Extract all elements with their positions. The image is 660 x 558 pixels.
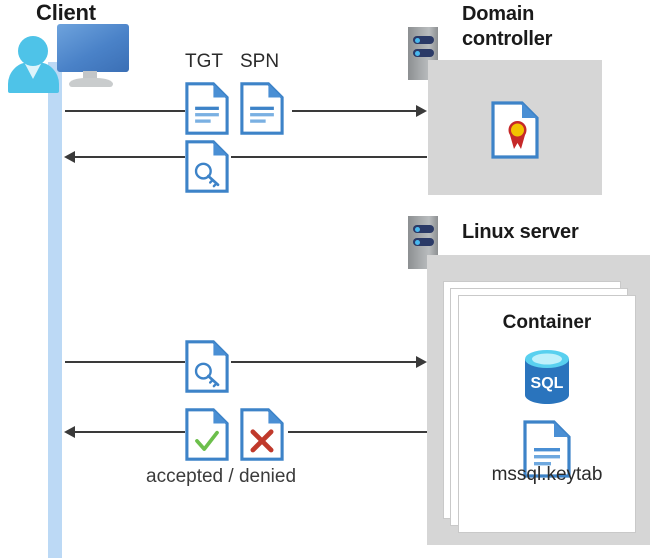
domain-controller-title-line2: controller [462,28,553,50]
keytab-document-icon [523,420,571,478]
denied-document-icon [240,408,284,461]
arrow-client-to-dc-segment-left [65,110,185,112]
sql-database-icon: SQL [521,348,573,406]
client-workstation-icon [0,0,140,100]
container-title: Container [502,312,592,333]
arrow-dc-to-client-segment-right [231,156,427,158]
person-collar-icon [24,62,42,79]
service-ticket-key-document-icon [185,140,229,193]
monitor-base-icon [69,78,113,87]
svg-text:SQL: SQL [531,375,564,392]
arrow-client-to-linux-segment-right [231,361,417,363]
container-card: Container SQL mssql.keytab [458,295,636,533]
linux-server-title: Linux server [462,221,579,243]
client-lifeline [48,62,62,558]
arrow-linux-to-client-segment-right [288,431,427,433]
request-key-document-icon [185,340,229,393]
arrow-head-left-dc-to-client [64,150,75,163]
rack-slot-icon [413,36,434,44]
arrow-head-right-client-to-dc [416,104,427,117]
rack-slot-icon [413,49,434,57]
certificate-document-icon [491,101,539,159]
label-tgt: TGT [185,51,223,72]
arrow-head-right-client-to-linux [416,355,427,368]
domain-controller-title: Domain controller [462,2,622,52]
accepted-document-icon [185,408,229,461]
tgt-document-icon [185,82,229,135]
label-spn: SPN [240,51,280,72]
domain-controller-title-line1: Domain [462,3,535,25]
rack-slot-icon [413,238,434,246]
person-head-icon [18,36,48,66]
arrow-client-to-linux-segment-left [65,361,185,363]
spn-document-icon [240,82,284,135]
page-title-client: Client [36,0,96,25]
keytab-filename-label: mssql.keytab [491,464,603,485]
label-accepted-denied: accepted / denied [146,466,297,487]
monitor-neck-icon [83,71,97,82]
arrow-head-left-linux-to-client [64,425,75,438]
arrow-dc-to-client-segment-left [74,156,185,158]
arrow-linux-to-client-segment-left [74,431,185,433]
arrow-client-to-dc-segment-right [292,110,417,112]
monitor-screen-icon [57,24,129,72]
rack-slot-icon [413,225,434,233]
